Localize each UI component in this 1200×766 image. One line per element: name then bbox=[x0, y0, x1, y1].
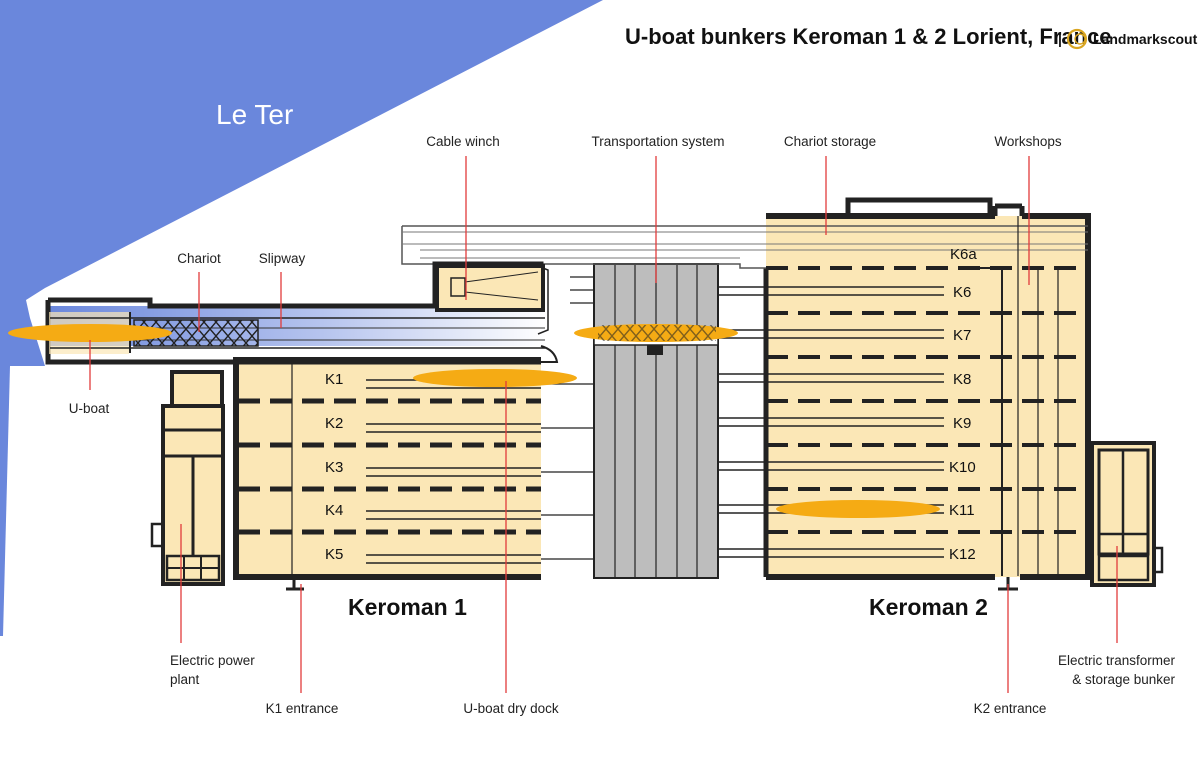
label-electric-transformer-line1: Electric transformer bbox=[1058, 653, 1176, 668]
page-title: U-boat bunkers Keroman 1 & 2 Lorient, Fr… bbox=[625, 24, 1112, 49]
label-electric-transformer-line2: & storage bunker bbox=[1072, 672, 1175, 687]
label-chariot: Chariot bbox=[177, 251, 221, 266]
label-slipway: Slipway bbox=[259, 251, 306, 266]
overhead-rail bbox=[401, 225, 1088, 269]
dock-labels-keroman-2: K6a K6 K7 K8 K9 K10 K11 K12 bbox=[949, 246, 977, 563]
water-lower-edge bbox=[0, 366, 10, 636]
label-k1-entrance: K1 entrance bbox=[266, 701, 339, 716]
uboat-k1 bbox=[413, 369, 577, 387]
dock-label-k6: K6 bbox=[953, 284, 971, 301]
brand-name: Landmarkscout bbox=[1093, 31, 1198, 47]
bunker-name-keroman-2: Keroman 2 bbox=[869, 594, 988, 620]
water-name: Le Ter bbox=[216, 99, 293, 130]
label-electric-power-plant-line2: plant bbox=[170, 672, 200, 687]
title-separator: | bbox=[1058, 31, 1062, 47]
label-transportation-system: Transportation system bbox=[591, 134, 724, 149]
dock-label-k11: K11 bbox=[949, 502, 975, 519]
dock-rails bbox=[238, 266, 1088, 564]
uboat-on-slipway bbox=[8, 324, 172, 342]
dock-labels-keroman-1: K1 K2 K3 K4 K5 bbox=[325, 371, 343, 563]
label-cable-winch: Cable winch bbox=[426, 134, 500, 149]
dock-label-k6a: K6a bbox=[950, 246, 977, 263]
dock-label-k10: K10 bbox=[949, 459, 976, 476]
transportation-hall bbox=[593, 263, 719, 579]
label-electric-power-plant-line1: Electric power bbox=[170, 653, 255, 668]
leader-lines bbox=[89, 156, 1118, 693]
dock-label-k8: K8 bbox=[953, 371, 971, 388]
label-k2-entrance: K2 entrance bbox=[974, 701, 1047, 716]
brand-logo-icon bbox=[1066, 28, 1088, 50]
label-uboat-dry-dock: U-boat dry dock bbox=[463, 701, 559, 716]
cable-winch-house bbox=[435, 264, 549, 335]
label-chariot-storage: Chariot storage bbox=[784, 134, 876, 149]
uboat-shapes bbox=[8, 324, 940, 518]
dock-label-k7: K7 bbox=[953, 327, 971, 344]
dock-label-k3: K3 bbox=[325, 459, 343, 476]
electric-power-plant bbox=[150, 370, 225, 586]
label-workshops: Workshops bbox=[994, 134, 1062, 149]
dock-label-k4: K4 bbox=[325, 502, 343, 519]
water-area bbox=[0, 0, 603, 366]
dock-label-k12: K12 bbox=[949, 546, 976, 563]
electric-transformer-bunker bbox=[1090, 441, 1164, 587]
label-uboat: U-boat bbox=[69, 401, 110, 416]
callout-labels: Cable winch Transportation system Chario… bbox=[69, 134, 1176, 716]
uboat-k11 bbox=[776, 500, 940, 518]
dock-label-k9: K9 bbox=[953, 415, 971, 432]
dock-label-k5: K5 bbox=[325, 546, 343, 563]
dock-label-k1: K1 bbox=[325, 371, 343, 388]
dock-label-k2: K2 bbox=[325, 415, 343, 432]
workshops-area bbox=[974, 216, 1059, 576]
bunker-name-keroman-1: Keroman 1 bbox=[348, 594, 467, 620]
